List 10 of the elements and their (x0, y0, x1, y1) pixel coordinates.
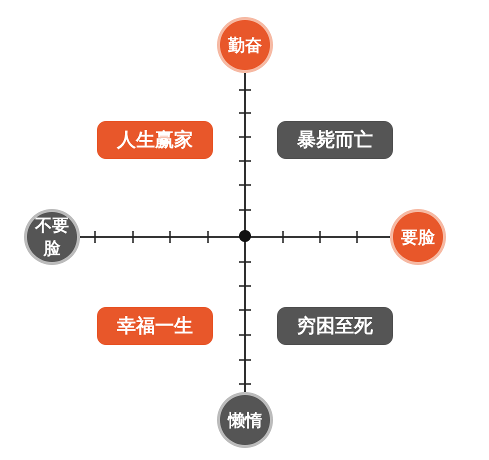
axis-line (80, 236, 390, 238)
quadrant-label-box: 穷困至死 (277, 307, 393, 345)
quadrant-label-box: 人生赢家 (97, 121, 213, 159)
axis-line (244, 73, 246, 392)
axis-end-circle: 懒惰 (220, 395, 270, 445)
axis-end-circle: 不要脸 (27, 212, 77, 262)
axis-end-circle: 勤奋 (220, 20, 270, 70)
quadrant-label-box: 幸福一生 (97, 307, 213, 345)
axis-end-circle: 要脸 (393, 212, 443, 262)
quadrant-label-box: 暴毙而亡 (277, 121, 393, 159)
